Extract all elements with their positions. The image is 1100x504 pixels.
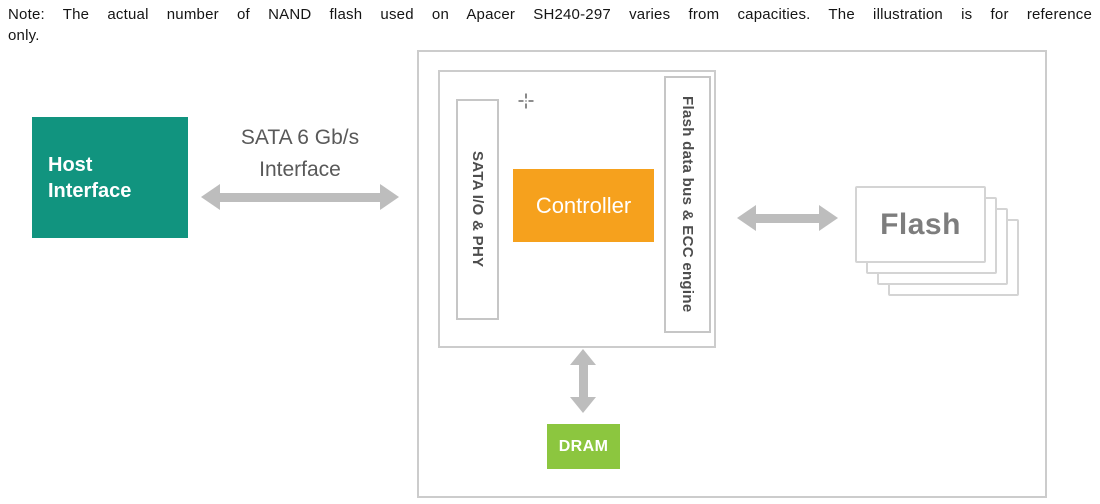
- dram-label: DRAM: [558, 437, 609, 455]
- sata-interface-link-label: SATA 6 Gb/s Interface: [240, 126, 360, 181]
- arrow-bar: [578, 365, 588, 397]
- arrow-head-down: [570, 397, 596, 413]
- arrow-head-left: [737, 205, 756, 231]
- host-interface-box: Host Interface: [32, 117, 188, 238]
- crosshair-cursor-icon: [518, 93, 534, 109]
- controller-to-dram-arrow: [570, 349, 596, 413]
- arrow-bar: [220, 192, 380, 202]
- host-interface-label: Host Interface: [48, 153, 132, 202]
- controller-label: Controller: [535, 192, 632, 218]
- dram-box: DRAM: [547, 424, 620, 469]
- flash-data-bus-ecc-label: Flash data bus & ECC engine: [679, 96, 696, 313]
- arrow-head-right: [819, 205, 838, 231]
- note-line-1: Note: The actual number of NAND flash us…: [8, 6, 1092, 23]
- flash-label: Flash: [880, 207, 961, 241]
- flash-data-bus-ecc-box: Flash data bus & ECC engine: [664, 76, 711, 333]
- note-line-2: only.: [8, 27, 40, 44]
- arrow-head-right: [380, 184, 399, 210]
- ssd-to-flash-arrow: [737, 205, 838, 231]
- sata-io-phy-label: SATA I/O & PHY: [469, 151, 486, 268]
- controller-box: Controller: [513, 169, 654, 242]
- arrow-head-left: [201, 184, 220, 210]
- arrow-head-up: [570, 349, 596, 365]
- flash-box: Flash: [855, 186, 986, 263]
- sata-io-phy-box: SATA I/O & PHY: [456, 99, 499, 320]
- host-to-ssd-arrow: [201, 184, 399, 210]
- arrow-bar: [756, 213, 819, 223]
